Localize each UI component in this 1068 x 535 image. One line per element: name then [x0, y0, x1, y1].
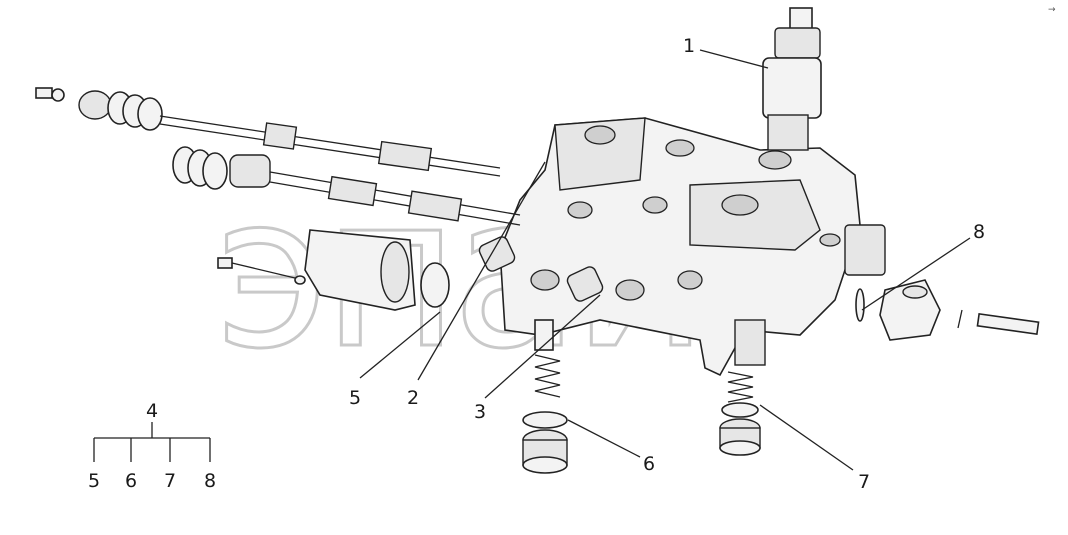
spool-assembly-upper — [35, 87, 501, 177]
kit-child-label: 5 — [88, 470, 100, 492]
callout-8: 8 — [973, 221, 985, 243]
corner-mark: → — [1048, 5, 1056, 15]
spring-cap-part-6 — [522, 319, 568, 474]
relief-valve-part-1 — [762, 7, 822, 151]
valve-body — [499, 117, 886, 377]
cover-and-oring-part-5 — [217, 229, 450, 311]
kit-child-label: 8 — [204, 470, 216, 492]
plug-part-2 — [478, 236, 516, 272]
callout-7: 7 — [858, 471, 870, 493]
leader-lines — [359, 49, 971, 471]
plug-part-3 — [566, 266, 604, 302]
kit-child-label: 7 — [164, 470, 176, 492]
kit-tree: 4 5 6 7 8 — [88, 400, 216, 492]
spring-cap-part-7 — [719, 371, 761, 456]
side-cap-part-8 — [855, 279, 1040, 341]
kit-child-label: 6 — [125, 470, 137, 492]
callout-2: 2 — [407, 387, 419, 409]
callout-3: 3 — [474, 401, 486, 423]
spool-assembly-lower — [172, 146, 521, 226]
callout-6: 6 — [643, 453, 655, 475]
callout-1: 1 — [683, 35, 695, 57]
callout-5: 5 — [349, 387, 361, 409]
kit-root-label: 4 — [146, 400, 158, 422]
